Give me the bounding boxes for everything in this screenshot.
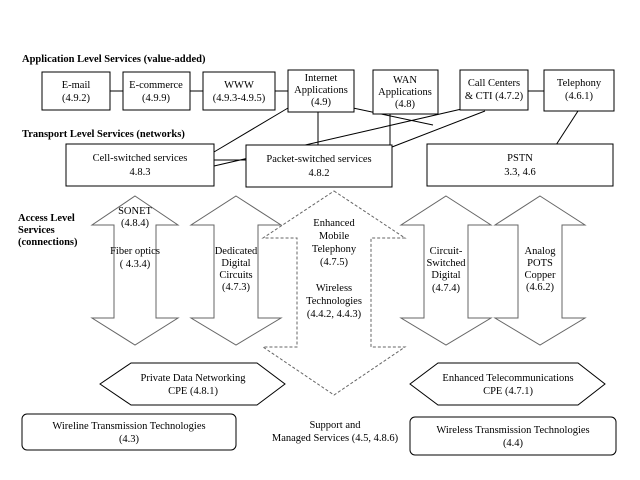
svg-text:& CTI (4.7.2): & CTI (4.7.2) (465, 91, 524, 102)
transport-box-packet-switched: Packet-switched services 4.8.2 (245, 144, 393, 188)
svg-text:Managed Services (4.5, 4.8.6): Managed Services (4.5, 4.8.6) (272, 433, 399, 444)
transport-box-cell-switched: Cell-switched services 4.8.3 (65, 143, 215, 187)
svg-text:3.3, 4.6: 3.3, 4.6 (504, 167, 536, 178)
app-box-wan-applications: WAN Applications (4.8) (372, 69, 439, 115)
svg-text:Wireline Transmission Technolo: Wireline Transmission Technologies (52, 421, 205, 432)
svg-text:CPE (4.8.1): CPE (4.8.1) (168, 386, 218, 397)
svg-text:Copper: Copper (525, 270, 556, 281)
app-box-email: E-mail (4.9.2) (41, 71, 111, 111)
svg-text:Dedicated: Dedicated (215, 246, 258, 257)
svg-text:Mobile: Mobile (319, 231, 350, 242)
svg-text:(4.9.2): (4.9.2) (62, 93, 90, 104)
app-box-call-centers: Call Centers & CTI (4.7.2) (459, 69, 529, 111)
application-level-heading: Application Level Services (value-added) (22, 54, 206, 65)
svg-text:Switched: Switched (426, 258, 466, 269)
svg-text:(4.8.4): (4.8.4) (121, 218, 149, 229)
transport-box-pstn: PSTN 3.3, 4.6 (426, 143, 614, 187)
svg-text:WWW: WWW (224, 80, 254, 91)
svg-text:POTS: POTS (527, 258, 553, 269)
svg-text:Internet: Internet (305, 73, 338, 84)
svg-text:(4.7.3): (4.7.3) (222, 282, 250, 293)
svg-text:Support and: Support and (309, 420, 361, 431)
transport-level-heading: Transport Level Services (networks) (22, 129, 185, 140)
svg-text:Wireless Transmission Technolo: Wireless Transmission Technologies (436, 425, 589, 436)
svg-text:Fiber optics: Fiber optics (110, 246, 160, 257)
app-box-www: WWW (4.9.3-4.9.5) (202, 71, 276, 111)
app-box-ecommerce: E-commerce (4.9.9) (122, 71, 191, 111)
access-level-heading-line-2: Services (18, 225, 55, 236)
svg-text:WAN: WAN (393, 75, 417, 86)
svg-text:Call Centers: Call Centers (468, 78, 520, 89)
access-level-heading-line-3: (connections) (18, 237, 78, 248)
svg-text:Digital: Digital (221, 258, 250, 269)
access-arrow-analog-pots: Analog POTS Copper (4.6.2) (493, 195, 587, 346)
wireless-transmission-box: Wireless Transmission Technologies (4.4) (409, 416, 617, 456)
svg-text:(4.6.2): (4.6.2) (526, 282, 554, 293)
svg-text:Applications: Applications (378, 87, 432, 98)
svg-text:Applications: Applications (294, 85, 348, 96)
svg-text:E-mail: E-mail (62, 80, 91, 91)
svg-text:CPE (4.7.1): CPE (4.7.1) (483, 386, 533, 397)
svg-text:(4.7.4): (4.7.4) (432, 283, 460, 294)
svg-text:4.8.2: 4.8.2 (309, 168, 330, 179)
svg-text:Technologies: Technologies (306, 296, 362, 307)
svg-text:Packet-switched services: Packet-switched services (266, 154, 371, 165)
svg-text:(4.9.3-4.9.5): (4.9.3-4.9.5) (213, 93, 266, 104)
svg-text:Telephony: Telephony (557, 78, 602, 89)
svg-text:Private Data Networking: Private Data Networking (141, 373, 247, 384)
app-box-telephony: Telephony (4.6.1) (543, 69, 615, 112)
svg-text:(4.6.1): (4.6.1) (565, 91, 593, 102)
svg-text:Circuits: Circuits (219, 270, 252, 281)
svg-text:(4.3): (4.3) (119, 434, 140, 445)
svg-text:SONET: SONET (118, 206, 152, 217)
svg-text:(4.4.2, 4.4.3): (4.4.2, 4.4.3) (307, 309, 362, 320)
access-arrow-wireless-mobile: Enhanced Mobile Telephony (4.7.5) Wirele… (261, 190, 407, 396)
wireline-transmission-box: Wireline Transmission Technologies (4.3) (21, 413, 237, 451)
svg-text:(4.9.9): (4.9.9) (142, 93, 170, 104)
svg-text:PSTN: PSTN (507, 153, 533, 164)
cpe-private-data-networking: Private Data Networking CPE (4.8.1) (99, 362, 286, 406)
app-box-internet-applications: Internet Applications (4.9) (287, 69, 355, 113)
access-level-heading-line-1: Access Level (18, 213, 75, 224)
svg-text:Telephony: Telephony (312, 244, 357, 255)
svg-text:Enhanced: Enhanced (313, 218, 355, 229)
svg-text:(4.4): (4.4) (503, 438, 524, 449)
svg-text:4.8.3: 4.8.3 (130, 167, 151, 178)
support-managed-services-label: Support and Managed Services (4.5, 4.8.6… (272, 420, 399, 444)
svg-text:(4.8): (4.8) (395, 99, 416, 110)
access-arrow-sonet-fiber: SONET (4.8.4) Fiber optics ( 4.3.4) (90, 195, 180, 346)
svg-text:(4.7.5): (4.7.5) (320, 257, 348, 268)
access-arrow-dedicated-digital: Dedicated Digital Circuits (4.7.3) (189, 195, 283, 346)
svg-text:Analog: Analog (525, 246, 557, 257)
svg-text:Enhanced Telecommunications: Enhanced Telecommunications (442, 373, 573, 384)
svg-text:(4.9): (4.9) (311, 97, 332, 108)
access-arrow-circuit-switched: Circuit- Switched Digital (4.7.4) (399, 195, 493, 346)
svg-text:( 4.3.4): ( 4.3.4) (120, 259, 151, 270)
cpe-enhanced-telecommunications: Enhanced Telecommunications CPE (4.7.1) (409, 362, 606, 406)
svg-text:Cell-switched services: Cell-switched services (93, 153, 188, 164)
svg-text:E-commerce: E-commerce (129, 80, 183, 91)
svg-text:Wireless: Wireless (316, 283, 352, 294)
svg-text:Digital: Digital (431, 270, 460, 281)
svg-text:Circuit-: Circuit- (430, 246, 463, 257)
